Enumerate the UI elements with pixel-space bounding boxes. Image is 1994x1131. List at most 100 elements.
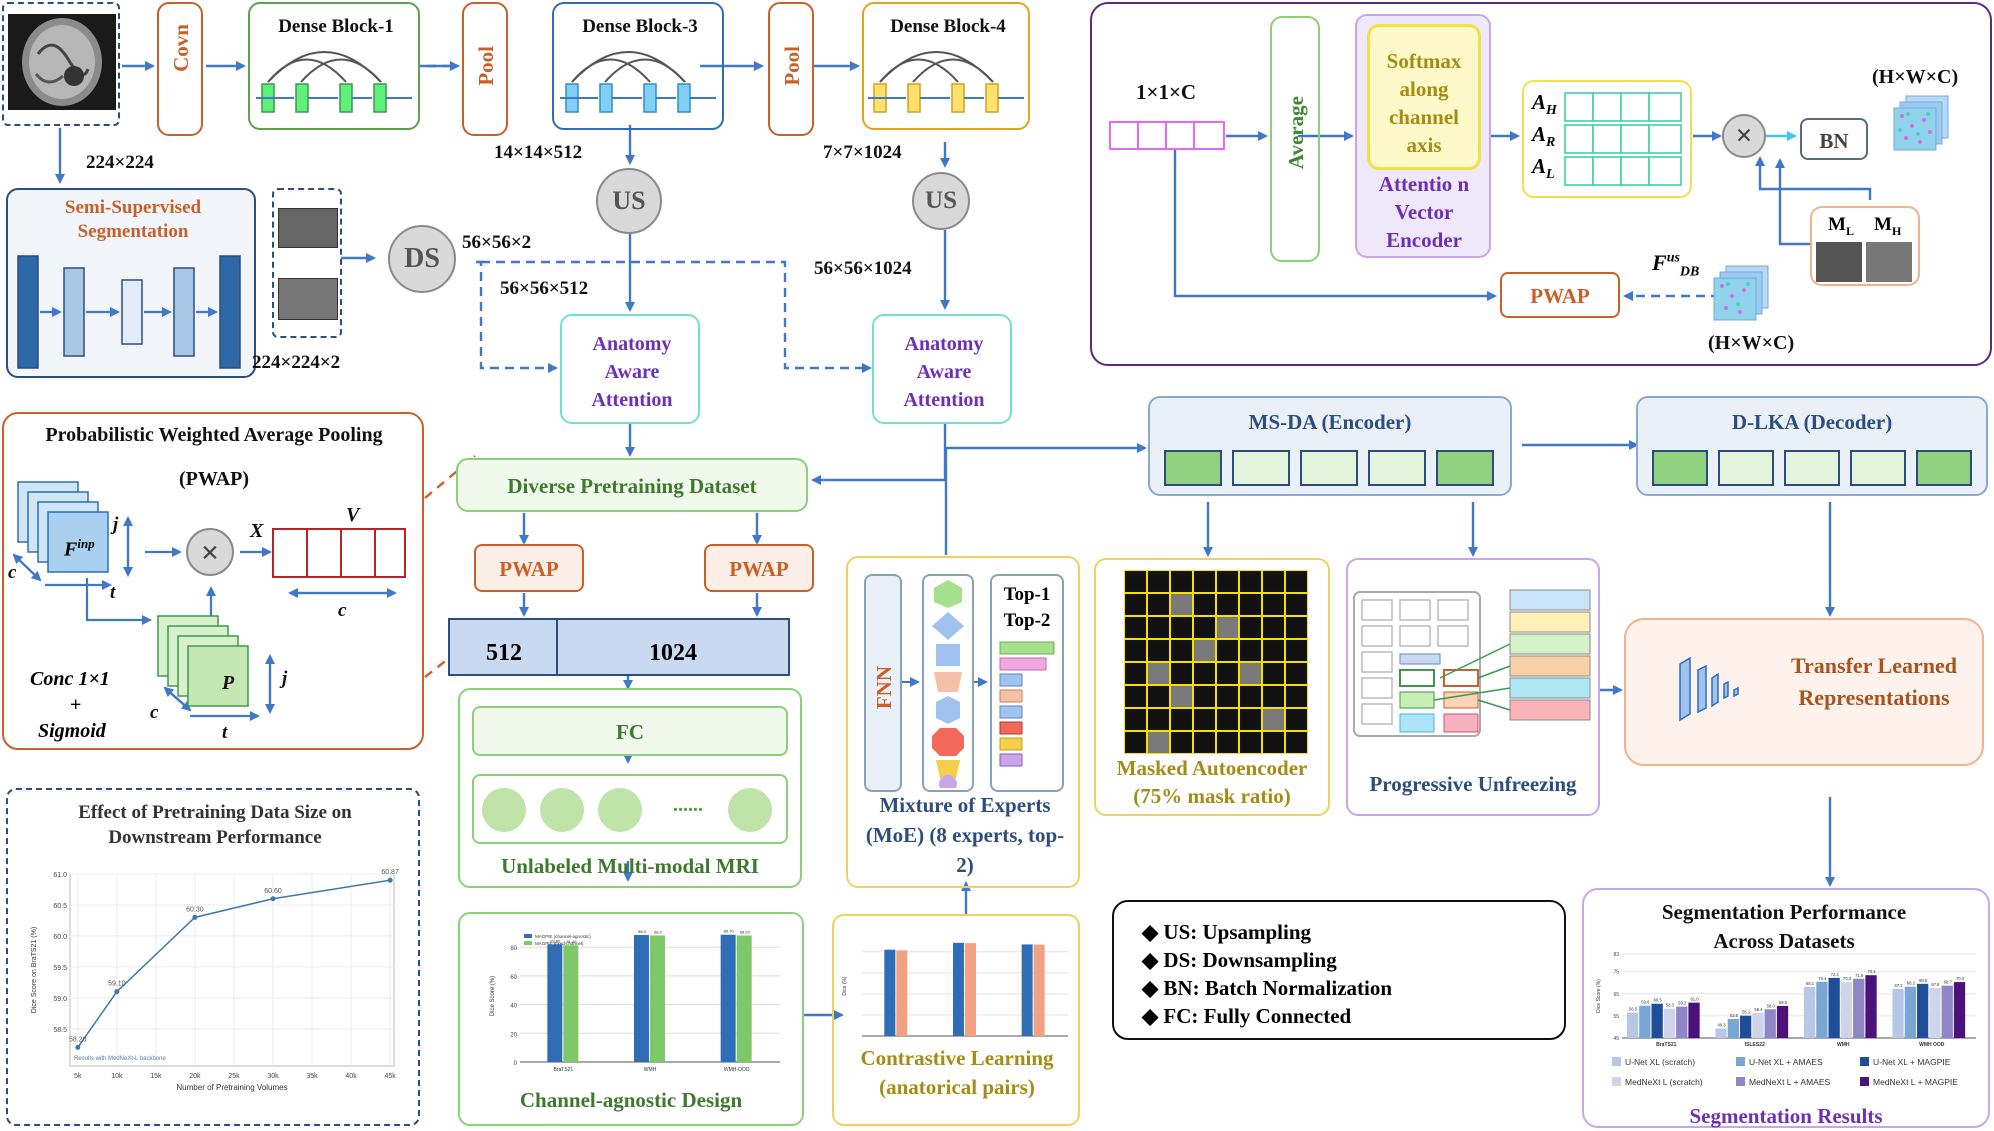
m-h-sub: H xyxy=(1891,223,1902,238)
pool-2-label: Pool xyxy=(780,46,804,86)
x-tick-label: 15k xyxy=(150,1073,162,1080)
plus-label: + xyxy=(70,694,82,716)
bar xyxy=(1917,983,1929,1038)
bar xyxy=(1764,1009,1776,1038)
attention-input-vector xyxy=(1109,121,1225,150)
bar xyxy=(1904,986,1916,1038)
y-tick-label: 80 xyxy=(510,946,517,952)
y-tick-label: 61.0 xyxy=(53,872,67,879)
legend-swatch xyxy=(1612,1077,1621,1086)
masked-grid xyxy=(1124,570,1308,754)
y-tick-label: 59.0 xyxy=(53,996,67,1003)
dlka-label: D-LKA (Decoder) xyxy=(1731,410,1893,434)
x-tick-label: 30k xyxy=(267,1073,279,1080)
attention-vector-encoder: Softmax along channel axis Attentio n Ve… xyxy=(1355,14,1491,258)
y-tick-label: 55 xyxy=(1613,1014,1619,1020)
average-block: Average xyxy=(1270,16,1320,262)
input-mri-thumbnail xyxy=(2,2,120,126)
bar-value-label: 68.1 xyxy=(1806,981,1815,986)
feature-512-label: 512 xyxy=(486,640,522,666)
feature-512-cell: 512 xyxy=(450,620,558,674)
bar-value-label: 71.8 xyxy=(1855,973,1864,978)
network-icon xyxy=(1679,656,1739,722)
expert-5-icon xyxy=(936,696,960,724)
legend-label: U-Net XL (scratch) xyxy=(1625,1057,1695,1067)
decoder-block-3 xyxy=(1784,450,1840,486)
y-tick-label: 65 xyxy=(1613,992,1619,998)
dense-block-1: Dense Block-1 xyxy=(248,2,420,130)
batch-norm-block: BN xyxy=(1800,118,1868,160)
bar xyxy=(563,945,579,1062)
legend-item-ds: ◆ DS: Downsampling xyxy=(1142,948,1337,972)
pwap-t-bottom: t xyxy=(222,722,228,743)
bar-value-label: 81.40 xyxy=(566,939,577,944)
masks-mh-ml-box: ML MH xyxy=(1810,206,1920,286)
bar-value-label: 61.0 xyxy=(1690,997,1699,1002)
moe-panel: FNN Top-1 Top-2 Mixture of Experts (MoE)… xyxy=(846,556,1080,888)
encoder-block-2 xyxy=(1232,450,1290,486)
bar xyxy=(1929,988,1941,1038)
y-tick-label: 20 xyxy=(510,1032,517,1038)
finp-label: Finp xyxy=(64,536,95,562)
bar-value-label: 59.6 xyxy=(1641,1000,1650,1005)
mask-thumbnail-1 xyxy=(278,208,338,248)
bar xyxy=(650,935,665,1062)
bar xyxy=(1828,977,1840,1038)
pwap-panel-title: Probabilistic Weighted Average Pooling xyxy=(45,424,383,446)
y-axis-label: Dice Score (%) xyxy=(1596,979,1602,1013)
y-tick-label: 59.5 xyxy=(53,965,67,972)
bar-value-label: 67.6 xyxy=(1931,982,1940,987)
data-point xyxy=(114,989,120,995)
dense-block-3-layers xyxy=(560,51,716,113)
semi-supervised-title: Semi-Supervised Segmentation xyxy=(64,197,202,242)
top-1-label: Top-1 xyxy=(1003,584,1051,605)
attention-weight-grid xyxy=(1564,92,1682,186)
bar xyxy=(1033,944,1045,1036)
bar-value-label: 58.0 xyxy=(1767,1003,1776,1008)
dense-block-3-title: Dense Block-3 xyxy=(582,16,698,37)
bar xyxy=(1740,1015,1752,1038)
unet-diagram xyxy=(17,255,241,369)
finp-main: F xyxy=(64,538,78,561)
y-tick-label: 60 xyxy=(510,975,517,981)
bar xyxy=(1941,985,1953,1038)
m-l-thumbnail xyxy=(1816,242,1862,282)
m-h-label: MH xyxy=(1874,214,1901,239)
legend-label: MedNeXt L + AMAES xyxy=(1749,1077,1831,1087)
pwap-block-right: PWAP xyxy=(704,544,814,592)
diverse-pretraining-dataset: Diverse Pretraining Dataset xyxy=(456,458,808,512)
p-label: P xyxy=(222,672,235,694)
dense-block-3: Dense Block-3 xyxy=(552,2,724,130)
fc-block: FC xyxy=(472,706,788,756)
chart-annotation: Results with MedNeXt-L backbone xyxy=(74,1056,166,1062)
bar xyxy=(1626,1012,1639,1038)
pwap-t-top: t xyxy=(110,582,116,603)
bar xyxy=(1021,944,1033,1036)
bar xyxy=(896,950,908,1036)
legend-swatch xyxy=(1860,1077,1869,1086)
bar-value-label: 56.4 xyxy=(1754,1007,1763,1012)
masked-autoencoder-panel: Masked Autoencoder (75% mask ratio) xyxy=(1094,558,1330,816)
pwap-c-vector: c xyxy=(338,600,347,621)
a-h-sub: H xyxy=(1546,103,1557,119)
encoder-block-5 xyxy=(1436,450,1494,486)
bar xyxy=(1639,1005,1651,1038)
msda-label: MS-DA (Encoder) xyxy=(1248,410,1412,434)
semi-supervised-segmentation-box: Semi-Supervised Segmentation xyxy=(6,188,256,378)
bar xyxy=(1953,982,1966,1038)
bar xyxy=(1803,986,1816,1038)
legend-item-bn: ◆ BN: Batch Normalization xyxy=(1142,976,1393,1000)
us2-dim-label: 56×56×1024 xyxy=(814,258,912,279)
contrastive-label: Contrastive Learning (anatorical pairs) xyxy=(860,1046,1054,1099)
fc-label: FC xyxy=(616,720,644,744)
segmentation-results-panel: Segmentation Performance Across Datasets… xyxy=(1582,888,1990,1128)
m-h-thumbnail xyxy=(1866,242,1912,282)
modality-dots: ...... xyxy=(673,794,703,816)
expert-6-icon xyxy=(932,728,964,756)
bar-value-label: 70.3 xyxy=(1956,976,1965,981)
db3-dim-label: 14×14×512 xyxy=(494,142,583,163)
m-l-label: ML xyxy=(1828,214,1854,239)
